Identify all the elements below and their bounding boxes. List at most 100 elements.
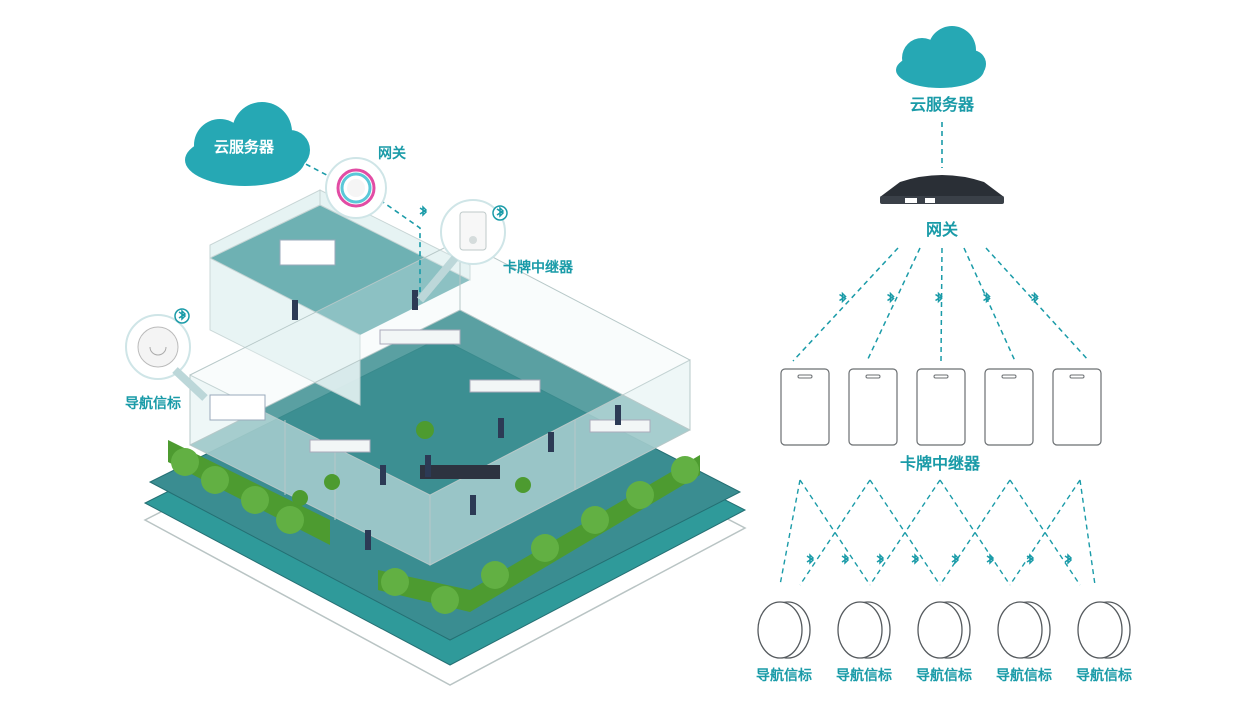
bush [171,448,199,476]
bush [276,506,304,534]
link-line [869,479,941,586]
desk [469,379,541,393]
person [498,418,504,438]
link-line [866,247,921,362]
link-line [940,247,943,362]
link-line [779,479,801,586]
link-line [1009,479,1081,586]
beacon-item: 导航信标 [836,601,892,684]
person [292,300,298,320]
glass-walls [189,239,691,566]
beacon-item: 导航信标 [996,601,1052,684]
bluetooth-icon [806,553,815,565]
bluetooth-icon [983,291,991,304]
office-furniture [209,239,651,550]
beacon-device-icon [125,314,191,380]
bluetooth-icon [935,291,943,304]
card-body [1052,368,1102,446]
hedges [168,440,700,614]
beacon-face [997,601,1043,659]
person [380,465,386,485]
bluetooth-icon [986,553,995,565]
person [470,495,476,515]
bluetooth-icon [839,291,847,304]
diagram-cloud-label: 云服务器 [910,95,975,114]
bluetooth-icon [1064,553,1073,565]
beacon-face [837,601,883,659]
beacon-label: 导航信标 [996,667,1052,684]
person [615,405,621,425]
bush [671,456,699,484]
person [548,432,554,452]
beacon-pointer-line [172,367,208,401]
bluetooth-icon [951,553,960,565]
beacon-label: 导航信标 [1076,667,1132,684]
link-line [985,247,1090,362]
repeater-card [984,368,1034,446]
card-body [780,368,830,446]
repeater-card [916,368,966,446]
desk [379,329,461,345]
beacon-face [1077,601,1123,659]
cloud-icon [896,26,986,88]
bush [481,561,509,589]
beacon-label: 导航信标 [916,667,972,684]
bush [431,586,459,614]
card-repeater-device-icon [440,199,506,265]
bush [241,486,269,514]
plant [515,477,531,493]
card-slot [865,374,881,379]
plant [416,421,434,439]
beacon-item: 导航信标 [916,601,972,684]
hedge-right [378,455,700,612]
beacon-item: 导航信标 [756,601,812,684]
beacon-label: 导航信标 [756,667,812,684]
shelf [209,394,266,421]
bluetooth-icon [841,553,850,565]
bluetooth-icon [911,553,920,565]
plant [324,474,340,490]
link-line [1079,479,1096,586]
glass-wall-back-right [459,239,691,431]
card-slot [797,374,813,379]
repeater-card [1052,368,1102,446]
bluetooth-icon [1026,553,1035,565]
card-slot [933,374,949,379]
repeater-pointer-line [416,255,459,303]
card-slot [1069,374,1085,379]
shelf [279,239,336,266]
bluetooth-icon [887,291,895,304]
person [425,455,431,477]
gateway-to-repeater-line [379,199,421,300]
bush [581,506,609,534]
gateway-to-repeaters-lines [792,247,1090,362]
diagram-gateway-label: 网关 [926,220,958,239]
bush [531,534,559,562]
illustration-beacon-label: 导航信标 [125,395,181,412]
link-line [799,479,871,586]
beacon-face [917,601,963,659]
repeater-card [780,368,830,446]
bluetooth-icon [174,308,190,324]
office-illustration: 云服务器 网关 卡牌中继器 导航信标 [125,102,747,686]
bluetooth-icon [876,553,885,565]
card-body [984,368,1034,446]
beacon-face [757,601,803,659]
person [365,530,371,550]
gateway-device-icon [880,175,1004,204]
card-body [848,368,898,446]
beacon-list: 导航信标导航信标导航信标导航信标导航信标 [756,601,1132,684]
person [412,290,418,310]
link-line [792,247,899,362]
bush [626,481,654,509]
link-line [963,247,1016,362]
illustration-repeater-label: 卡牌中继器 [503,259,574,276]
card-slot [1001,374,1017,379]
bush [201,466,229,494]
desk [309,439,371,453]
bluetooth-icon [419,205,428,217]
link-line [939,479,1011,586]
gateway-device-icon [325,157,387,219]
